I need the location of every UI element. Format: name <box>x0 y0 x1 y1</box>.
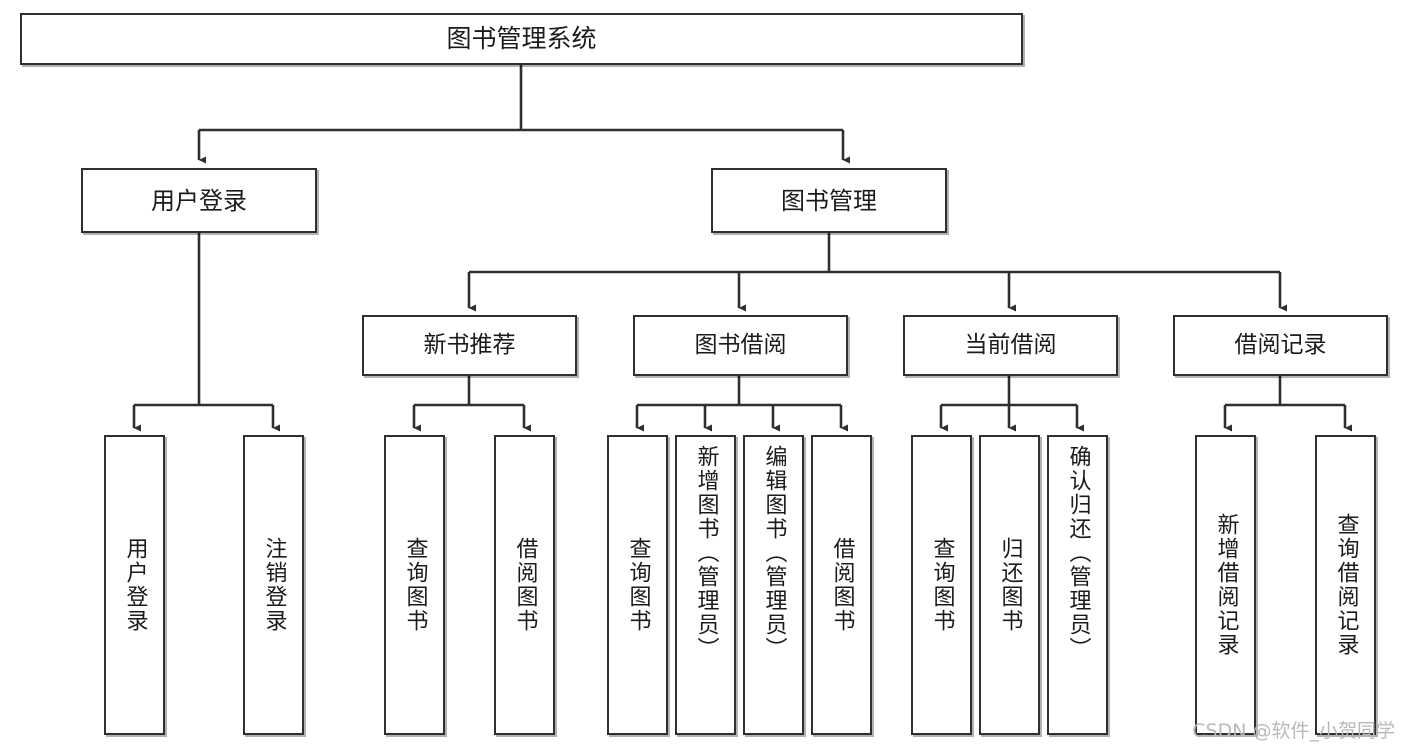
leaf-user-login[interactable]: 用户登录 <box>104 435 165 735</box>
node-label: 新书推荐 <box>423 332 516 359</box>
node-user-login[interactable]: 用户登录 <box>81 168 317 233</box>
leaf-newbook-query-book[interactable]: 查询图书 <box>384 435 445 735</box>
node-label: 借阅记录 <box>1234 332 1327 359</box>
leaf-currentborrow-query-book[interactable]: 查询图书 <box>911 435 972 735</box>
node-label: 用户登录 <box>122 537 148 633</box>
node-label: 新增借阅记录 <box>1213 513 1239 657</box>
leaf-bookborrow-borrow-book[interactable]: 借阅图书 <box>811 435 872 735</box>
node-new-book-recommend[interactable]: 新书推荐 <box>362 315 577 376</box>
node-label: 新增图书（管理员） <box>693 445 719 661</box>
node-label: 借阅图书 <box>829 537 855 633</box>
leaf-borrowrecord-add-record[interactable]: 新增借阅记录 <box>1195 435 1256 735</box>
node-label: 查询图书 <box>929 537 955 633</box>
leaf-currentborrow-confirm-return-admin[interactable]: 确认归还（管理员） <box>1047 435 1108 735</box>
leaf-newbook-borrow-book[interactable]: 借阅图书 <box>494 435 555 735</box>
leaf-currentborrow-return-book[interactable]: 归还图书 <box>979 435 1040 735</box>
node-label: 图书管理系统 <box>446 24 597 54</box>
node-label: 归还图书 <box>997 537 1023 633</box>
node-label: 查询借阅记录 <box>1333 513 1359 657</box>
leaf-borrowrecord-query-record[interactable]: 查询借阅记录 <box>1315 435 1376 735</box>
node-borrow-record[interactable]: 借阅记录 <box>1173 315 1388 376</box>
node-book-management[interactable]: 图书管理 <box>711 168 947 233</box>
node-label: 当前借阅 <box>964 332 1057 359</box>
node-current-borrow[interactable]: 当前借阅 <box>903 315 1118 376</box>
node-label: 编辑图书（管理员） <box>761 445 787 661</box>
node-label: 查询图书 <box>402 537 428 633</box>
node-label: 图书借阅 <box>694 332 787 359</box>
node-root-system[interactable]: 图书管理系统 <box>20 13 1023 65</box>
node-label: 借阅图书 <box>512 537 538 633</box>
leaf-bookborrow-edit-book-admin[interactable]: 编辑图书（管理员） <box>743 435 804 735</box>
node-book-borrow[interactable]: 图书借阅 <box>633 315 848 376</box>
leaf-logout[interactable]: 注销登录 <box>243 435 304 735</box>
node-label: 注销登录 <box>261 537 287 633</box>
leaf-bookborrow-add-book-admin[interactable]: 新增图书（管理员） <box>675 435 736 735</box>
node-label: 确认归还（管理员） <box>1065 445 1091 661</box>
node-label: 查询图书 <box>625 537 651 633</box>
node-label: 图书管理 <box>781 186 877 215</box>
node-label: 用户登录 <box>151 186 247 215</box>
watermark: CSDN @软件_小贺同学 <box>1192 720 1395 742</box>
leaf-bookborrow-query-book[interactable]: 查询图书 <box>607 435 668 735</box>
